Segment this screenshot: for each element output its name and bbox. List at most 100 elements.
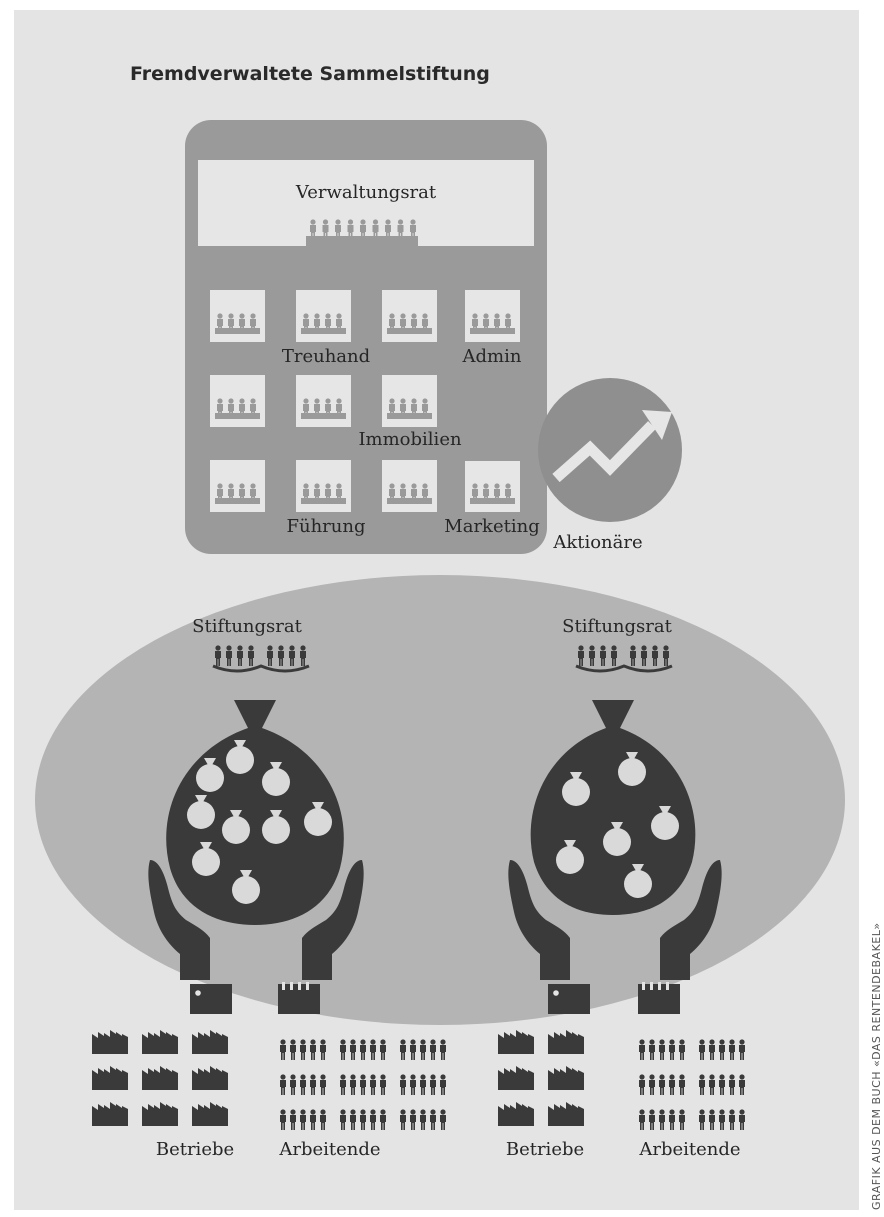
person-icon xyxy=(300,1109,306,1130)
board-room xyxy=(198,160,534,246)
person-icon xyxy=(430,1109,436,1130)
person-icon xyxy=(709,1074,715,1095)
dept-fuehrung: Führung xyxy=(287,516,366,537)
person-icon xyxy=(290,1074,296,1095)
person-icon xyxy=(729,1039,735,1060)
dept-treuhand: Treuhand xyxy=(282,346,370,367)
person-icon xyxy=(350,1074,356,1095)
factory-icon xyxy=(92,1030,128,1054)
factory-icon xyxy=(498,1030,534,1054)
person-icon xyxy=(649,1039,655,1060)
big-bag-neck-icon xyxy=(592,700,634,728)
person-icon xyxy=(669,1074,675,1095)
person-icon xyxy=(300,1074,306,1095)
desk-icon xyxy=(215,328,260,334)
factory-icon xyxy=(498,1102,534,1126)
factory-icon xyxy=(192,1066,228,1090)
person-icon xyxy=(699,1109,705,1130)
person-icon xyxy=(290,1109,296,1130)
right-cuff-icon xyxy=(278,982,320,1014)
desk-icon xyxy=(301,328,346,334)
person-icon xyxy=(350,1109,356,1130)
desk-icon xyxy=(470,328,515,334)
staff-group-icon xyxy=(301,313,346,334)
person-icon xyxy=(320,1039,326,1060)
person-icon xyxy=(709,1039,715,1060)
staff-group-icon xyxy=(470,313,515,334)
person-icon xyxy=(310,1109,316,1130)
factory-icon xyxy=(142,1102,178,1126)
foundation-2: Stiftungsrat Betriebe Arbeitende xyxy=(498,616,745,1160)
person-icon xyxy=(679,1074,685,1095)
board-label: Verwaltungsrat xyxy=(295,182,437,203)
staff-group-icon xyxy=(215,313,260,334)
person-icon xyxy=(440,1039,446,1060)
person-icon xyxy=(729,1109,735,1130)
factory-icon xyxy=(192,1102,228,1126)
person-icon xyxy=(420,1109,426,1130)
staff-group-icon xyxy=(301,483,346,504)
person-icon xyxy=(410,1109,416,1130)
person-icon xyxy=(659,1039,665,1060)
person-icon xyxy=(739,1039,745,1060)
person-icon xyxy=(340,1074,346,1095)
building: Verwaltungsrat Treuhand Admin Immobilien… xyxy=(185,120,547,554)
workers-label: Arbeitende xyxy=(278,1139,380,1160)
person-icon xyxy=(410,1039,416,1060)
person-icon xyxy=(699,1074,705,1095)
shareholders-label: Aktionäre xyxy=(552,532,642,553)
desk-icon xyxy=(387,498,432,504)
workers-label: Arbeitende xyxy=(638,1139,740,1160)
person-icon xyxy=(699,1039,705,1060)
admin-tall-room xyxy=(465,375,520,461)
factory-icon xyxy=(142,1066,178,1090)
image-credit: GRAFIK AUS DEM BUCH «DAS RENTENDEBAKEL» xyxy=(870,922,883,1210)
trend-arrowhead-icon xyxy=(642,410,672,440)
person-icon xyxy=(340,1039,346,1060)
person-icon xyxy=(370,1109,376,1130)
office-rooms xyxy=(210,290,520,512)
left-cuff-icon xyxy=(548,984,590,1014)
staff-group-icon xyxy=(215,483,260,504)
person-icon xyxy=(669,1039,675,1060)
board-members-icon xyxy=(306,219,418,246)
person-icon xyxy=(649,1074,655,1095)
person-icon xyxy=(669,1109,675,1130)
person-icon xyxy=(280,1039,286,1060)
factories-icon xyxy=(498,1030,584,1126)
desk-icon xyxy=(470,498,515,504)
dept-admin: Admin xyxy=(462,346,522,367)
person-icon xyxy=(639,1039,645,1060)
person-icon xyxy=(380,1039,386,1060)
dept-marketing: Marketing xyxy=(444,516,539,537)
person-icon xyxy=(280,1074,286,1095)
person-icon xyxy=(350,1039,356,1060)
person-icon xyxy=(430,1074,436,1095)
person-icon xyxy=(380,1109,386,1130)
staff-group-icon xyxy=(301,398,346,419)
foundation-1: Stiftungsrat Betriebe Arbeitende xyxy=(92,616,446,1160)
person-icon xyxy=(360,1039,366,1060)
person-icon xyxy=(310,1074,316,1095)
person-icon xyxy=(310,1039,316,1060)
person-icon xyxy=(440,1074,446,1095)
person-icon xyxy=(320,1109,326,1130)
person-icon xyxy=(410,1074,416,1095)
staff-group-icon xyxy=(387,398,432,419)
person-icon xyxy=(420,1039,426,1060)
person-icon xyxy=(719,1039,725,1060)
factories-icon xyxy=(92,1030,228,1126)
person-icon xyxy=(440,1109,446,1130)
desk-icon xyxy=(215,498,260,504)
person-icon xyxy=(400,1039,406,1060)
council-boat-icon xyxy=(212,664,310,673)
staff-group-icon xyxy=(470,483,515,504)
factory-icon xyxy=(498,1066,534,1090)
person-icon xyxy=(719,1074,725,1095)
person-icon xyxy=(729,1074,735,1095)
person-icon xyxy=(639,1109,645,1130)
person-icon xyxy=(719,1109,725,1130)
person-icon xyxy=(739,1074,745,1095)
